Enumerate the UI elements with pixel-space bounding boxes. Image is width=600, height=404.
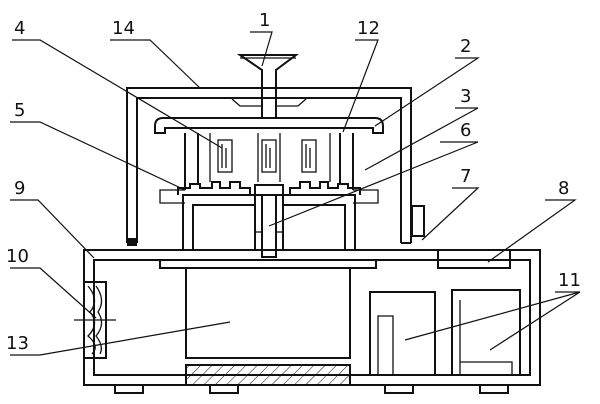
cutter-rotor: [209, 133, 331, 182]
part-number-1: 1: [259, 10, 270, 31]
part-number-8: 8: [558, 178, 569, 199]
part-number-3: 3: [460, 86, 471, 107]
side-vent: [74, 281, 116, 359]
part-number-10: 10: [6, 246, 29, 267]
feet: [114, 384, 509, 394]
part-number-5: 5: [14, 100, 25, 121]
part-number-4: 4: [14, 18, 25, 39]
part-number-13: 13: [6, 333, 29, 354]
part-labels: 1 2 3 4 5 6 7 8 9 10 11 12 13 14: [6, 10, 581, 354]
electrical-modules: [369, 289, 521, 375]
motor: [185, 267, 351, 359]
part-number-9: 9: [14, 178, 25, 199]
bottom-plate: [185, 364, 351, 386]
toothed-ring: [177, 181, 361, 195]
side-latch: [411, 205, 425, 237]
grinding-cover: [154, 117, 384, 134]
part-number-2: 2: [460, 36, 471, 57]
feed-hopper: [231, 54, 307, 119]
part-number-11: 11: [558, 270, 581, 291]
part-number-12: 12: [357, 18, 380, 39]
control-panel: [437, 249, 511, 269]
part-number-6: 6: [460, 120, 471, 141]
part-number-14: 14: [112, 18, 135, 39]
collection-cup: [182, 184, 356, 258]
grinding-chamber: [159, 133, 379, 204]
leader-lines: [10, 31, 581, 356]
upper-cover: [126, 87, 412, 246]
part-number-7: 7: [460, 166, 471, 187]
